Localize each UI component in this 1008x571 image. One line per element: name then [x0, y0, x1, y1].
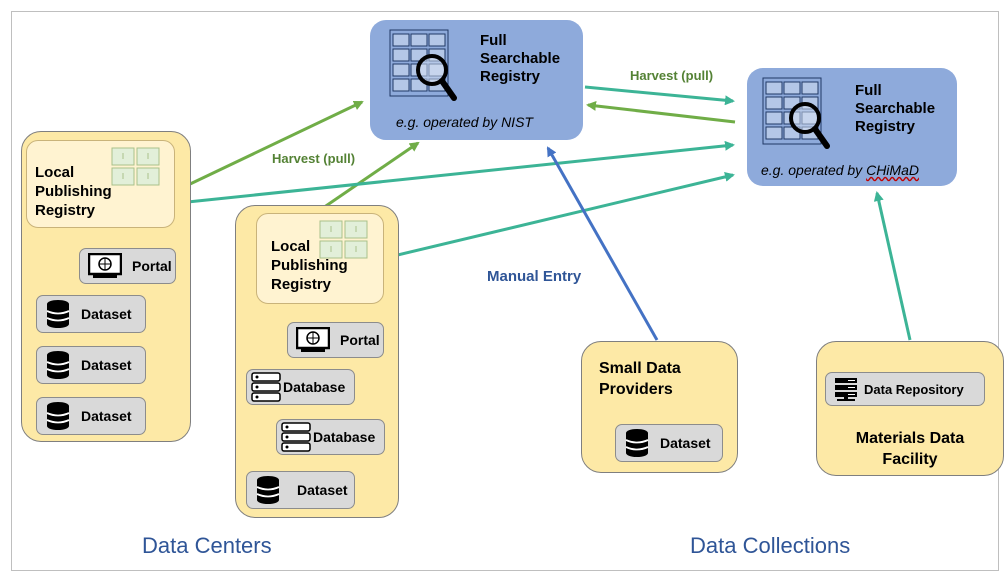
harvest-label-left: Harvest (pull) [272, 151, 356, 166]
item-label: Dataset [660, 435, 711, 451]
materials-data-facility-title: Materials Data Facility [855, 430, 965, 468]
nist-registry: Full Searchable Registry e.g. operated b… [370, 20, 583, 140]
chimad-registry-subtitle: e.g. operated by CHiMaD [761, 162, 919, 178]
dataset-item: Dataset [36, 346, 146, 384]
server-stack-icon [281, 422, 311, 452]
item-label: Database [313, 429, 376, 445]
arrow-local1-to-chimad [177, 140, 735, 205]
arrow-local2-to-chimad [384, 171, 735, 260]
small-data-providers-title: Small Data Providers [599, 360, 681, 398]
arrow-small-to-nist [546, 146, 659, 341]
server-stack-icon [251, 372, 281, 402]
section-label-data-centers: Data Centers [142, 533, 272, 558]
registry-catalog-search-icon [389, 29, 457, 101]
database-item: Database [246, 369, 355, 405]
nist-registry-title: Full Searchable Registry [480, 32, 561, 85]
dataset-item: Dataset [36, 397, 146, 435]
arrow-nist-to-chimad [584, 85, 735, 106]
item-label: Dataset [81, 357, 132, 373]
item-label: Dataset [297, 482, 348, 498]
database-cylinder-icon [46, 300, 70, 328]
chimad-subtitle-prefix: e.g. operated by [761, 162, 867, 178]
item-label: Dataset [81, 306, 132, 322]
arrows-layer [177, 85, 912, 341]
globe-monitor-icon [296, 327, 330, 352]
item-label: Portal [132, 258, 172, 274]
arrow-local2-to-nist [319, 141, 420, 212]
globe-monitor-icon [88, 253, 122, 278]
chimad-registry: Full Searchable Registry e.g. operated b… [747, 68, 957, 186]
arrow-local1-to-nist [187, 100, 364, 187]
manual-entry-label: Manual Entry [487, 268, 582, 285]
arrow-chimad-to-nist [586, 100, 736, 124]
registry-cabinet-icon [111, 147, 160, 186]
arrow-mdf-to-chimad [873, 191, 912, 341]
chimad-subtitle-name: CHiMaD [866, 162, 919, 178]
registry-cabinet-icon [319, 220, 368, 259]
portal-item: Portal [287, 322, 384, 358]
database-cylinder-icon [256, 476, 280, 504]
item-label: Portal [340, 332, 380, 348]
data-repository-item: Data Repository [825, 372, 985, 406]
section-label-data-collections: Data Collections [690, 533, 851, 558]
database-cylinder-icon [46, 402, 70, 430]
portal-item: Portal [79, 248, 176, 284]
dataset-item: Dataset [615, 424, 723, 462]
database-cylinder-icon [46, 351, 70, 379]
server-rack-icon [835, 378, 857, 401]
database-item: Database [276, 419, 385, 455]
dataset-item: Dataset [246, 471, 355, 509]
materials-data-facility [816, 341, 1004, 476]
chimad-registry-title: Full Searchable Registry [855, 82, 936, 135]
harvest-label-top: Harvest (pull) [630, 68, 714, 83]
local-registry-label: Local Publishing Registry [35, 164, 112, 219]
local-registry-label: Local Publishing Registry [271, 238, 348, 293]
database-cylinder-icon [625, 429, 649, 457]
data-center-2-local-registry: Local Publishing Registry [256, 213, 384, 304]
dataset-item: Dataset [36, 295, 146, 333]
item-label: Dataset [81, 408, 132, 424]
registry-catalog-search-icon [762, 77, 830, 149]
item-label: Database [283, 379, 346, 395]
nist-registry-subtitle: e.g. operated by NIST [396, 114, 533, 130]
data-center-1-local-registry: Local Publishing Registry [26, 140, 175, 228]
item-label: Data Repository [864, 381, 964, 397]
